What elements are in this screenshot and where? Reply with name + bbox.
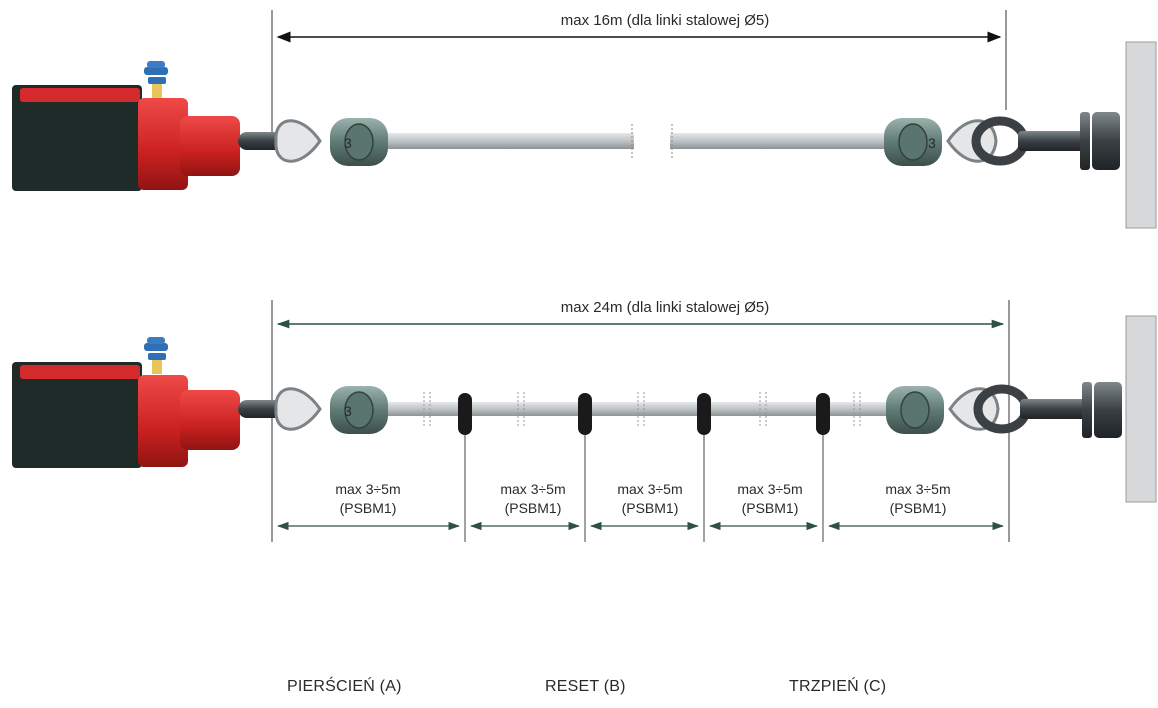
segment-2-length: max 3÷5m <box>500 481 565 497</box>
segment-5-length: max 3÷5m <box>885 481 950 497</box>
segment-2-model: (PSBM1) <box>505 500 562 516</box>
bottom-anchor-eye-bolt <box>973 382 1122 438</box>
ring-support-1 <box>458 393 472 435</box>
top-thimble-left <box>274 119 322 163</box>
segment-1-model: (PSBM1) <box>340 500 397 516</box>
top-assembly: max 16m (dla linki stalowej Ø5) 3 <box>12 10 1157 229</box>
bottom-dimension-label: max 24m (dla linki stalowej Ø5) <box>561 299 769 316</box>
bottom-rope-switch <box>12 337 240 468</box>
ring-support-4 <box>816 393 830 435</box>
support-drop-lines <box>464 435 824 542</box>
bottom-clamp-left: 3 <box>330 386 388 434</box>
bottom-clamp-left-mark: 3 <box>344 403 352 419</box>
bottom-clamp-right <box>886 386 944 434</box>
bottom-wall <box>1125 315 1157 503</box>
segment-labels: max 3÷5m (PSBM1) max 3÷5m (PSBM1) max 3÷… <box>335 481 950 516</box>
top-rope-switch <box>12 61 240 191</box>
segment-4-length: max 3÷5m <box>737 481 802 497</box>
bottom-cable-breaks <box>423 392 861 428</box>
segment-3-model: (PSBM1) <box>622 500 679 516</box>
bottom-cable <box>330 402 890 416</box>
top-clamp-right: 3 <box>884 118 942 166</box>
top-clamp-left-mark: 3 <box>344 135 352 151</box>
legend-ring: PIERŚCIEŃ (A) <box>287 678 402 695</box>
segment-5-model: (PSBM1) <box>890 500 947 516</box>
legend-reset: RESET (B) <box>545 678 626 695</box>
segment-1-length: max 3÷5m <box>335 481 400 497</box>
top-dimension-label: max 16m (dla linki stalowej Ø5) <box>561 12 769 29</box>
bottom-thimble-left <box>274 387 322 431</box>
segment-4-model: (PSBM1) <box>742 500 799 516</box>
top-anchor-eye-bolt <box>971 112 1120 170</box>
legend-pin: TRZPIEŃ (C) <box>789 678 887 695</box>
ring-support-3 <box>697 393 711 435</box>
top-cable-right <box>670 133 918 149</box>
top-wall <box>1125 41 1157 229</box>
bottom-assembly: max 24m (dla linki stalowej Ø5) <box>12 299 1157 542</box>
segment-3-length: max 3÷5m <box>617 481 682 497</box>
ring-support-2 <box>578 393 592 435</box>
top-clamp-left: 3 <box>330 118 388 166</box>
top-clamp-right-mark: 3 <box>928 135 936 151</box>
top-cable-left <box>330 133 634 149</box>
